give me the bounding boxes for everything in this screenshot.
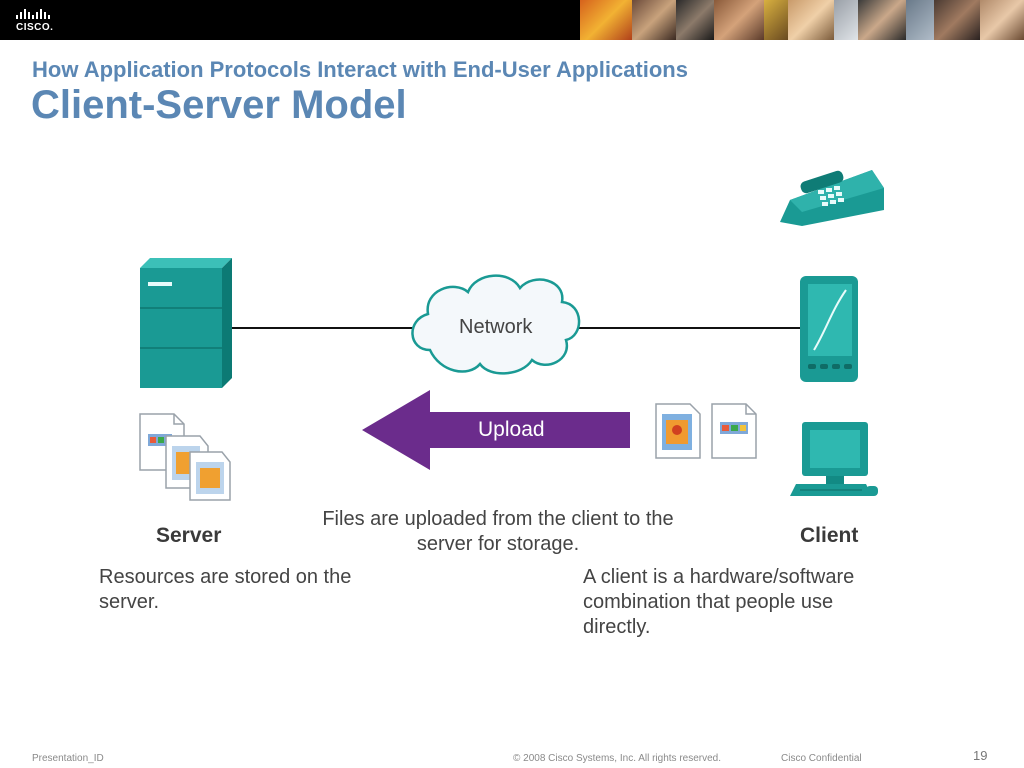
cisco-logo-text: CISCO.	[16, 22, 54, 33]
server-documents-icon	[139, 413, 231, 501]
client-label: Client	[800, 524, 859, 547]
upload-arrow	[362, 390, 630, 470]
network-label: Network	[459, 316, 533, 338]
server-caption: Resources are stored on the server.	[99, 566, 352, 613]
header-photo	[632, 0, 676, 40]
header-photo	[580, 0, 632, 40]
header-photo	[934, 0, 980, 40]
footer-presentation-id: Presentation_ID	[32, 753, 104, 764]
client-caption: A client is a hardware/software combinat…	[583, 566, 855, 638]
header-photo	[906, 0, 934, 40]
header-photo	[764, 0, 788, 40]
upload-caption: Files are uploaded from the client to th…	[322, 508, 674, 555]
pda-icon	[800, 276, 858, 382]
header-photo	[858, 0, 906, 40]
desktop-computer-icon	[790, 422, 878, 496]
header-photo	[676, 0, 714, 40]
server-icon	[140, 258, 232, 388]
header-photo	[980, 0, 1024, 40]
header-photo	[834, 0, 858, 40]
header-photo	[788, 0, 834, 40]
document-icon	[655, 403, 701, 459]
footer-confidential: Cisco Confidential	[781, 753, 862, 764]
page-number: 19	[973, 748, 988, 763]
slide-subtitle: How Application Protocols Interact with …	[32, 57, 688, 82]
network-cloud-icon	[411, 274, 581, 375]
telephone-icon	[780, 170, 884, 226]
client-documents-icon	[655, 403, 757, 459]
server-label: Server	[156, 524, 222, 547]
cisco-logo-icon	[16, 9, 50, 19]
header-photo	[714, 0, 764, 40]
document-icon	[189, 451, 231, 501]
header-bar: CISCO.	[0, 0, 1024, 40]
slide-title: Client-Server Model	[31, 83, 407, 127]
document-icon	[711, 403, 757, 459]
upload-label: Upload	[478, 418, 545, 441]
footer-copyright: © 2008 Cisco Systems, Inc. All rights re…	[513, 753, 722, 764]
